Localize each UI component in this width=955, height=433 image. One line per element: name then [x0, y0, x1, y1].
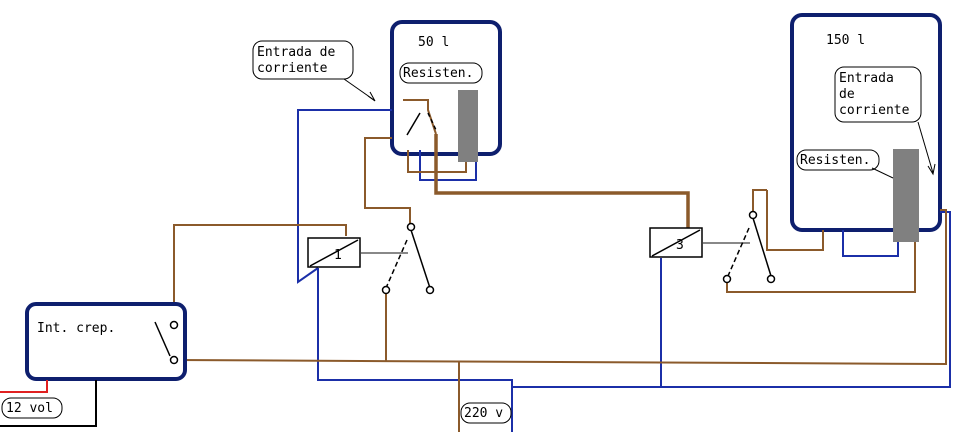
relay-3-contact-top	[748, 210, 758, 220]
tank-150l	[790, 13, 942, 232]
brown-relay3-top	[752, 189, 767, 215]
tank-50l	[390, 20, 502, 156]
relay-3-switch-arm	[752, 217, 772, 277]
black-12v-wire	[0, 380, 97, 427]
inter-tank-brown-trunk	[434, 134, 690, 228]
brown-relay3-to-tank	[766, 190, 824, 251]
blue-feed-left	[297, 109, 392, 284]
tank-150l-blue-internal	[842, 230, 899, 257]
resistor-50l-label: Resisten.	[403, 66, 473, 81]
relay-1-switch-arm	[410, 229, 431, 289]
callout-small-arrowhead	[367, 91, 376, 102]
blue-bus-right	[512, 211, 951, 388]
relay-3-switch-dashed	[727, 227, 750, 277]
supply-220v-callout	[460, 402, 512, 424]
relay-1-diagonal	[309, 239, 359, 267]
resistor-150l-pointer	[871, 167, 894, 179]
relay-3-contact-left	[722, 274, 732, 284]
tank-50l-switch-arm	[406, 112, 421, 136]
callout-current-input-small	[252, 40, 354, 80]
callout-large-line1: Entrada	[839, 71, 894, 86]
tank-50l-blue-internal	[419, 150, 477, 181]
relay-1-contact-right	[425, 285, 435, 295]
callout-large-line2: de	[839, 87, 855, 102]
blue-relay1-return	[317, 268, 513, 432]
twilight-switch-box	[25, 302, 187, 381]
tank-50l-brown-internal	[403, 99, 437, 135]
twilight-switch-arm	[154, 321, 171, 357]
supply-12v-label: 12 vol	[6, 401, 53, 416]
tank-50l-switch-dashed	[427, 112, 437, 131]
relay-3-contact-right	[766, 274, 776, 284]
twilight-switch-contact-top	[169, 320, 179, 330]
resistor-50l-callout	[399, 62, 483, 84]
twilight-switch-contact-bottom	[169, 355, 179, 365]
relay-3-diagonal	[651, 229, 701, 257]
relay-1-contact-left	[381, 285, 391, 295]
callout-small-line1: Entrada de	[257, 45, 335, 60]
resistor-150l-label: Resisten.	[800, 153, 870, 168]
brown-relay3-return	[726, 242, 916, 293]
brown-main-bus	[174, 209, 947, 366]
resistor-150l-callout	[796, 149, 880, 171]
resistor-50l	[458, 90, 478, 162]
brown-relay1-feed	[364, 137, 411, 228]
supply-12v-callout	[1, 397, 63, 419]
tank-150l-label: 150 l	[826, 33, 865, 48]
callout-large-arrow	[917, 121, 934, 174]
resistor-150l	[893, 149, 919, 242]
supply-220v-label: 220 v	[464, 406, 503, 421]
relay-1-label: 1	[334, 248, 342, 263]
relay-1-contact-top	[406, 222, 416, 232]
callout-large-line3: corriente	[839, 103, 910, 118]
twilight-switch-label: Int. crep.	[37, 321, 115, 336]
callout-current-input-large	[834, 66, 922, 123]
relay-1-switch-dashed	[385, 239, 408, 289]
red-12v-wire	[0, 380, 48, 393]
tank-50l-label: 50 l	[418, 35, 449, 50]
brown-switch-to-relay1	[173, 224, 347, 320]
relay-3-label: 3	[676, 238, 684, 253]
callout-small-line2: corriente	[257, 61, 328, 76]
callout-large-arrowhead	[927, 163, 936, 176]
